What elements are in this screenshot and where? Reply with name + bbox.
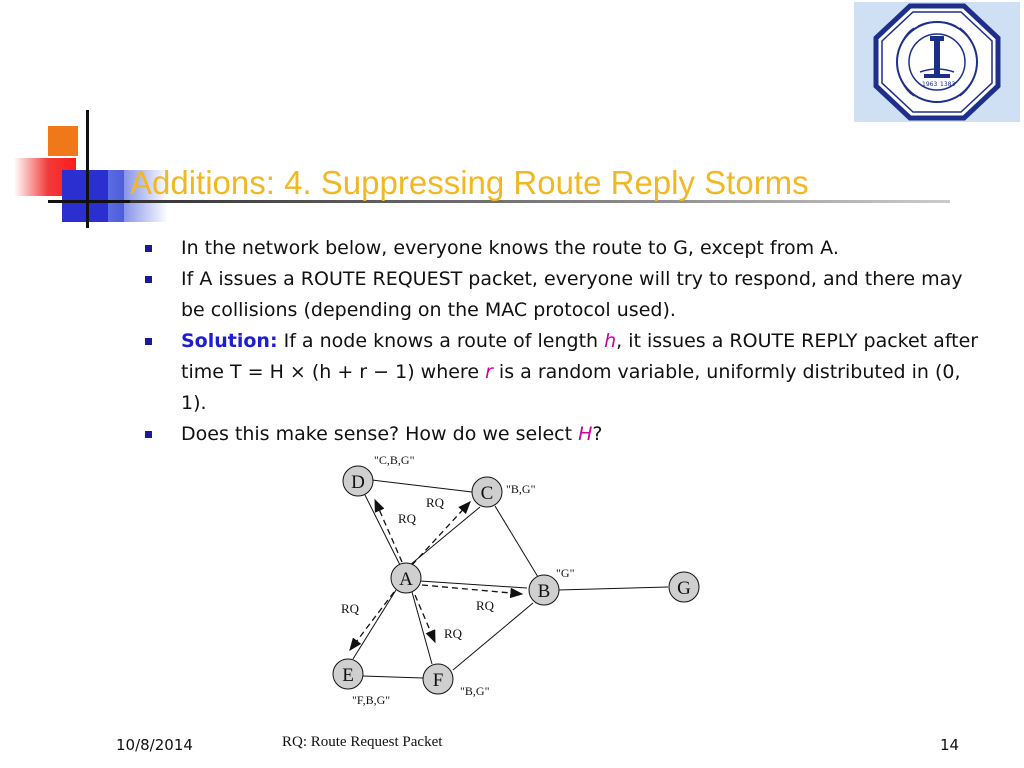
node-label: G [677, 578, 691, 599]
node-e: E [332, 658, 364, 690]
rq-label: RQ [476, 598, 495, 613]
bullet-text: is a random variable, uniformly distribu… [181, 361, 961, 414]
node-c: C [471, 476, 503, 508]
bullet-item: In the network below, everyone knows the… [140, 233, 990, 264]
bullet-text: In the network below, everyone knows the… [181, 237, 839, 259]
link-b-f [452, 602, 534, 671]
slide-title: Additions: 4. Suppressing Route Reply St… [130, 164, 809, 201]
rq-arrow-to-f [414, 594, 436, 644]
bullet-text: If a node knows a route of length [277, 330, 605, 352]
bullet-text: , it issues a ROUTE REPLY packet after t… [181, 330, 979, 383]
rq-arrow-to-c [411, 501, 471, 566]
bullet-icon [145, 431, 152, 438]
rq-label: RQ [426, 495, 445, 510]
page-number: 14 [940, 736, 960, 754]
bullet-item: If A issues a ROUTE REQUEST packet, ever… [140, 264, 990, 326]
network-diagram: RQ RQ RQ RQ RQ D C A B G E [332, 453, 700, 707]
node-label: D [351, 472, 365, 493]
bullet-icon [145, 338, 152, 345]
bullet-item: Does this make sense? How do we select H… [140, 419, 990, 450]
rq-arrow-to-b [421, 584, 524, 599]
node-b: B [528, 574, 560, 606]
link-c-b [494, 505, 539, 578]
node-label: B [538, 581, 551, 602]
decor-vertical-line [86, 110, 89, 228]
bullet-text: ? [592, 423, 603, 445]
node-f: F [422, 663, 454, 695]
decor-blue-fade [108, 170, 168, 222]
rq-label: RQ [398, 511, 417, 526]
link-d-c [371, 479, 473, 493]
variable-H: H [578, 423, 593, 445]
bullet-text: If A issues a ROUTE REQUEST packet, ever… [181, 268, 963, 321]
diagram-caption: RQ: Route Request Packet [282, 734, 443, 750]
link-a-f [411, 591, 433, 665]
link-a-b [419, 580, 528, 589]
node-label: C [481, 483, 494, 504]
rq-arrow-to-d [374, 498, 403, 563]
route-label-d: "C,B,G" [374, 453, 415, 467]
bullet-icon [145, 276, 152, 283]
variable-h: h [604, 330, 617, 352]
node-label: E [342, 665, 354, 686]
node-a: A [390, 562, 422, 594]
rq-label: RQ [444, 626, 463, 641]
route-label-e: "F,B,G" [352, 693, 390, 707]
node-label: A [399, 569, 413, 590]
link-b-g [557, 586, 669, 591]
node-d: D [342, 465, 374, 497]
bullet-icon [145, 245, 152, 252]
rq-label: RQ [341, 601, 360, 616]
route-label-c: "B,G" [506, 482, 536, 496]
decor-orange-square [48, 126, 78, 156]
logo-year-right: 1383 [940, 81, 955, 88]
link-a-e [352, 589, 397, 660]
solution-label: Solution: [181, 330, 278, 352]
bullet-list: In the network below, everyone knows the… [140, 233, 990, 450]
link-e-f [362, 675, 424, 679]
route-label-b: "G" [556, 566, 575, 580]
title-underline-fade [130, 200, 950, 203]
footer-date: 10/8/2014 [116, 736, 193, 754]
rq-arrows [349, 498, 524, 652]
node-g: G [668, 571, 700, 603]
link-d-a [364, 494, 401, 566]
bullet-text: Does this make sense? How do we select [181, 423, 579, 445]
university-logo: 1963 1383 [854, 2, 1020, 122]
variable-r: r [485, 361, 493, 383]
route-label-f: "B,G" [460, 684, 490, 698]
node-label: F [433, 670, 444, 691]
rq-arrow-to-e [349, 591, 395, 652]
bullet-item: Solution: If a node knows a route of len… [140, 326, 990, 419]
university-seal: 1963 1383 [873, 3, 1001, 121]
logo-year-left: 1963 [922, 81, 937, 88]
